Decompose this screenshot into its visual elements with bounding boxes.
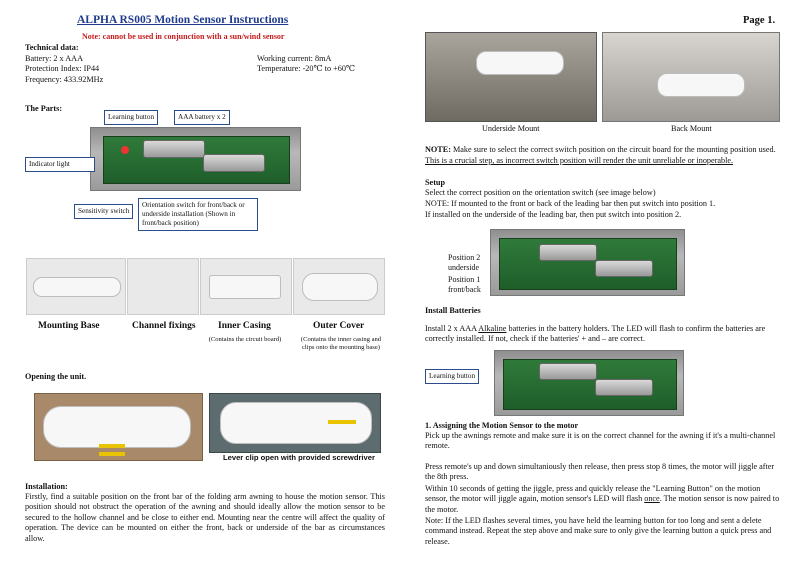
- opening-heading: Opening the unit.: [25, 372, 87, 381]
- installation-body: Firstly, find a suitable position on the…: [25, 492, 385, 543]
- component-label-channel-fixings: Channel fixings: [132, 321, 196, 331]
- tech-battery: Battery: 2 x AAA: [25, 54, 83, 63]
- callout-learning-button-right: Learning button: [425, 369, 480, 384]
- tech-data-heading: Technical data:: [25, 43, 79, 52]
- tech-protection: Protection Index: IP44: [25, 64, 100, 73]
- yellow-arrow-icon: [328, 420, 356, 424]
- mounted-sensor-shape: [657, 73, 745, 97]
- sensor-warning-note: Note: cannot be used in conjunction with…: [82, 32, 285, 41]
- setup-line1: Select the correct position on the orien…: [425, 188, 656, 197]
- battery-image: [203, 154, 265, 172]
- component-label-outer-cover: Outer Cover: [313, 321, 365, 331]
- opening-caption: Lever clip open with provided screwdrive…: [223, 453, 375, 462]
- position1-label: Position 1 front/back: [448, 275, 490, 295]
- outer-cover-image: [293, 258, 385, 315]
- sensor-cover-shape: [43, 406, 191, 448]
- assign-p3-a: Within 10 seconds of getting the jiggle,…: [425, 484, 761, 504]
- circuit-board-photo: [90, 127, 301, 191]
- assign-p3: Within 10 seconds of getting the jiggle,…: [425, 484, 780, 515]
- note-paragraph: NOTE: Make sure to select the correct sw…: [425, 145, 780, 155]
- inner-casing-image: [200, 258, 292, 315]
- tech-current: Working current: 8mA: [257, 54, 332, 63]
- underside-mount-caption: Underside Mount: [482, 124, 540, 133]
- outer-cover-shape: [302, 273, 378, 301]
- assign-p1: Pick up the awnings remote and make sure…: [425, 431, 776, 451]
- callout-orientation-switch: Orientation switch for front/back or und…: [138, 198, 258, 231]
- batteries-body-prefix: Install 2 x AAA: [425, 324, 479, 333]
- battery-image: [143, 140, 205, 158]
- mounted-sensor-shape: [476, 51, 564, 75]
- callout-indicator-light: Indicator light: [25, 157, 95, 172]
- back-mount-photo: [602, 32, 780, 122]
- note-line1: Make sure to select the correct switch p…: [450, 145, 776, 154]
- inner-casing-shape: [209, 275, 281, 299]
- callout-sensitivity-switch: Sensitivity switch: [74, 204, 134, 219]
- yellow-arrow-icon: [99, 452, 125, 456]
- batteries-body-suffix: batteries in the battery holders. The LE…: [425, 324, 766, 344]
- parts-heading: The Parts:: [25, 104, 63, 113]
- callout-battery: AAA battery x 2: [174, 110, 230, 125]
- document-title: ALPHA RS005 Motion Sensor Instructions: [77, 14, 289, 26]
- batteries-heading: Install Batteries: [425, 306, 481, 315]
- underside-mount-photo: [425, 32, 597, 122]
- back-mount-caption: Back Mount: [671, 124, 712, 133]
- battery-image: [595, 260, 653, 277]
- assign-p2: Press remote's up and down simultaniousl…: [425, 462, 775, 482]
- opening-photo-left: [34, 393, 203, 461]
- component-sub-inner-casing: (Contains the circuit board): [208, 336, 282, 343]
- battery-image: [539, 244, 597, 261]
- alkaline-word: Alkaline: [478, 324, 507, 333]
- position2-label: Position 2 underside: [448, 253, 490, 273]
- orientation-switch-photo: [490, 229, 685, 296]
- note-label: NOTE:: [425, 145, 451, 154]
- assign-p4: Note: If the LED flashes several times, …: [425, 516, 772, 546]
- led-indicator: [121, 146, 129, 154]
- yellow-arrow-icon: [99, 444, 125, 448]
- setup-heading: Setup: [425, 178, 446, 187]
- assign-p3-once: once: [644, 494, 660, 504]
- opening-photo-right: [209, 393, 381, 453]
- setup-line2: NOTE: If mounted to the front or back of…: [425, 199, 716, 208]
- assign-heading: 1. Assigning the Motion Sensor to the mo…: [425, 421, 579, 430]
- tech-temperature: Temperature: -20℃ to +60℃: [257, 64, 356, 73]
- tech-frequency: Frequency: 433.92MHz: [25, 75, 104, 84]
- installation-heading: Installation:: [25, 482, 68, 491]
- component-sub-outer-cover: (Contains the inner casing and clips ont…: [300, 336, 382, 351]
- mounting-base-image: [26, 258, 126, 315]
- note-line2: This is a crucial step, as incorrect swi…: [425, 156, 734, 165]
- channel-fixings-image: [127, 258, 199, 315]
- page-number: Page 1.: [743, 15, 776, 26]
- learning-button-photo: [494, 350, 684, 416]
- batteries-body: Install 2 x AAA Alkaline batteries in th…: [425, 324, 777, 345]
- battery-image: [595, 379, 653, 396]
- assign-p3-b: . The motion sensor is now paired to the…: [425, 494, 780, 514]
- battery-image: [539, 363, 597, 380]
- callout-learning-button: Learning button: [104, 110, 159, 125]
- mounting-base-shape: [33, 277, 121, 297]
- setup-line3: If installed on the underside of the lea…: [425, 210, 682, 219]
- component-label-inner-casing: Inner Casing: [218, 321, 271, 331]
- component-label-mounting-base: Mounting Base: [38, 321, 100, 331]
